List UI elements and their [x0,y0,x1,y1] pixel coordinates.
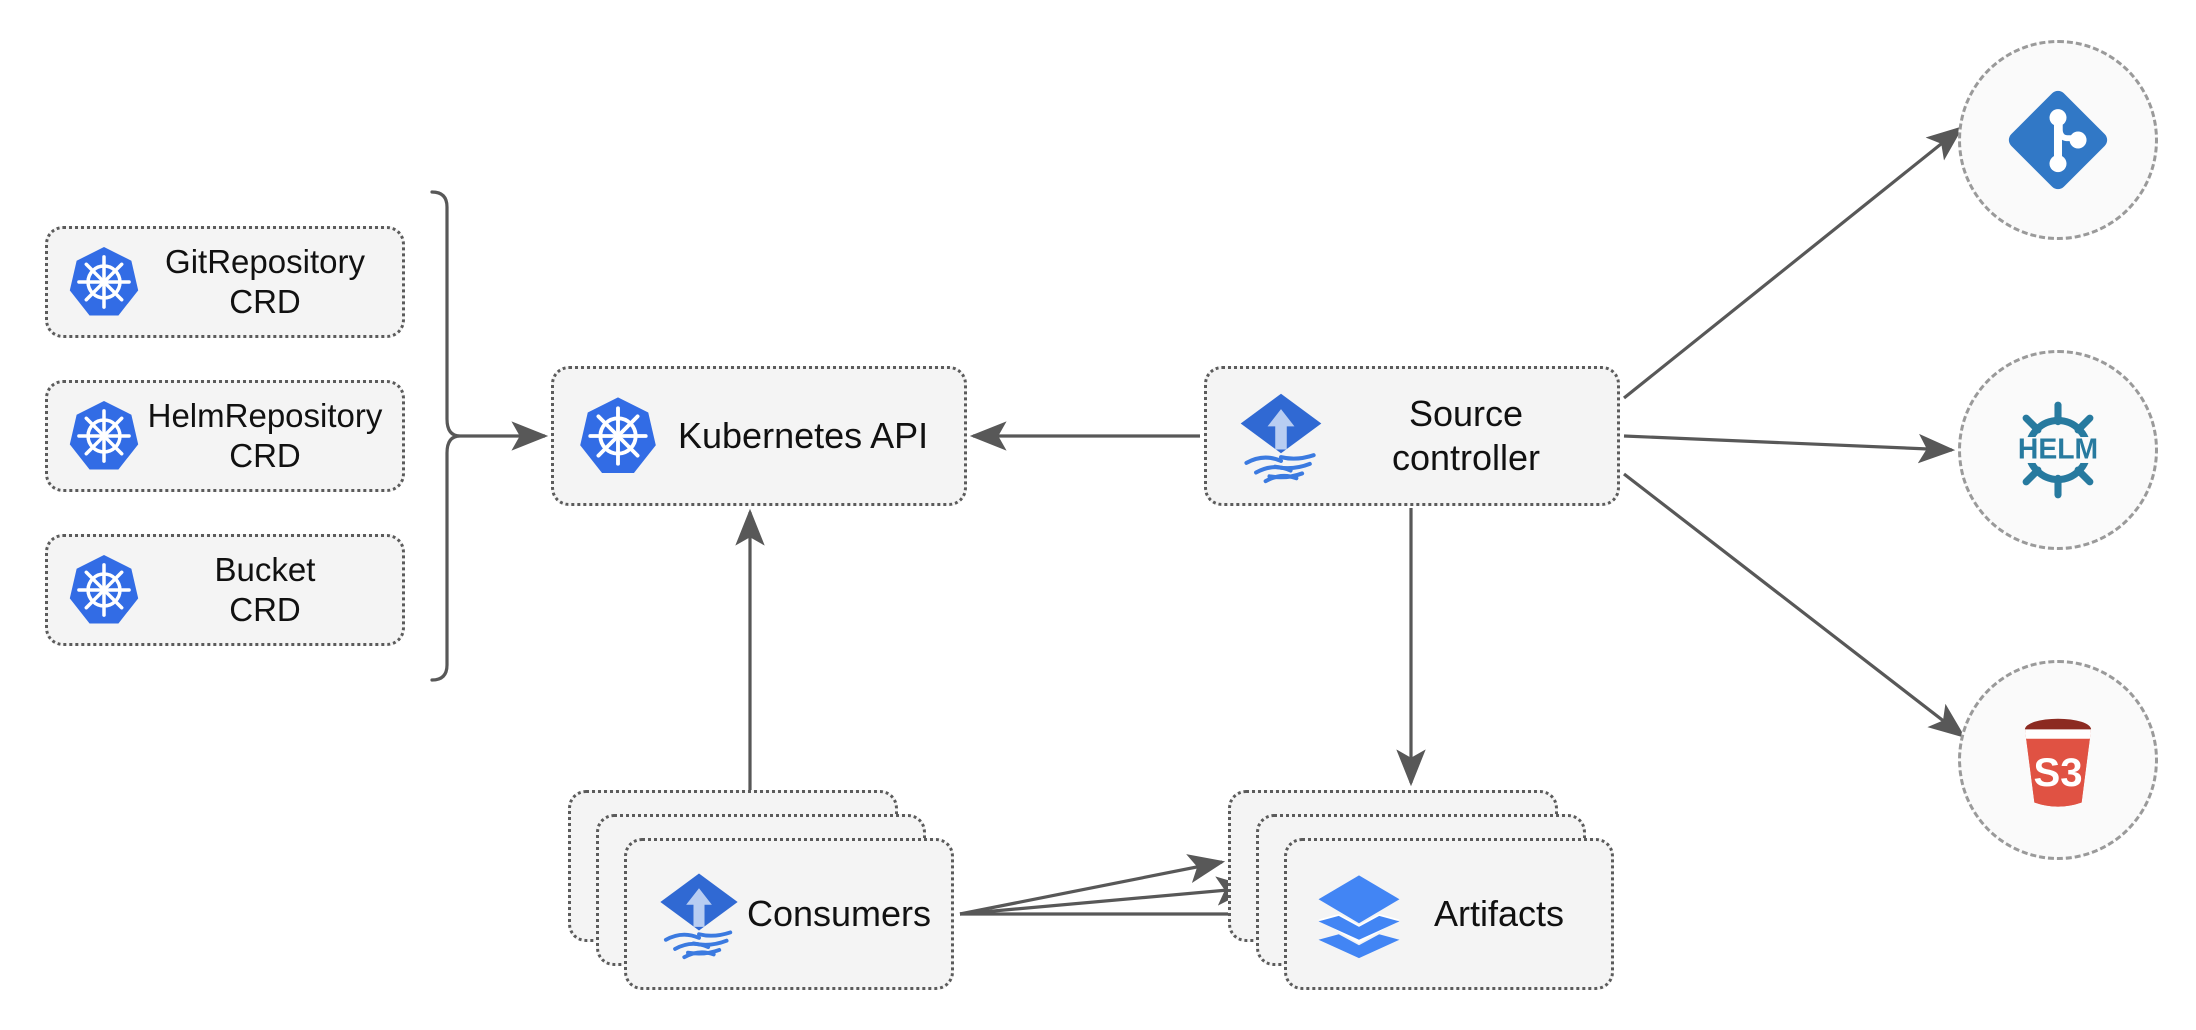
edge-consumers-to-artifacts-2 [959,876,1254,916]
s3-icon: S3 [1993,695,2123,825]
s3-wordmark: S3 [2033,750,2082,795]
stack-layer-front[interactable]: Consumers [624,838,954,990]
node-artifacts[interactable]: Artifacts [1228,790,1618,990]
node-helmrepository-crd[interactable]: HelmRepository CRD [45,380,405,492]
node-consumers[interactable]: Consumers [568,790,958,990]
kubernetes-icon [66,244,142,320]
stack-layer-front[interactable]: Artifacts [1284,838,1614,990]
layers-icon [1313,868,1405,960]
node-label: Bucket CRD [214,550,316,628]
edge-source-controller-to-git [1622,125,1964,400]
node-bucket-crd[interactable]: Bucket CRD [45,534,405,646]
flux-icon [653,868,745,960]
git-icon [1993,75,2123,205]
node-label: Artifacts [1433,893,1565,934]
helm-wordmark: HELM [2018,433,2098,465]
kubernetes-icon [66,398,142,474]
helm-icon: HELM [1993,385,2123,515]
node-label: Consumers [746,893,932,934]
flux-icon [1233,388,1329,484]
crd-group-bracket [430,190,461,682]
edge-source-controller-to-helm [1623,433,1956,464]
node-label: Kubernetes API [678,415,929,457]
node-kubernetes-api[interactable]: Kubernetes API [551,366,967,506]
node-gitrepository-crd[interactable]: GitRepository CRD [45,226,405,338]
node-s3-source[interactable]: S3 [1958,660,2158,860]
kubernetes-icon [66,552,142,628]
node-label: Source controller [1391,393,1541,478]
edge-consumers-to-artifacts-1 [959,854,1226,916]
edge-source-controller-to-s3 [1623,472,1966,738]
node-source-controller[interactable]: Source controller [1204,366,1620,506]
node-label: GitRepository CRD [165,242,365,320]
node-helm-source[interactable]: HELM [1958,350,2158,550]
kubernetes-icon [576,394,660,478]
node-git-source[interactable] [1958,40,2158,240]
node-label: HelmRepository CRD [147,396,383,474]
